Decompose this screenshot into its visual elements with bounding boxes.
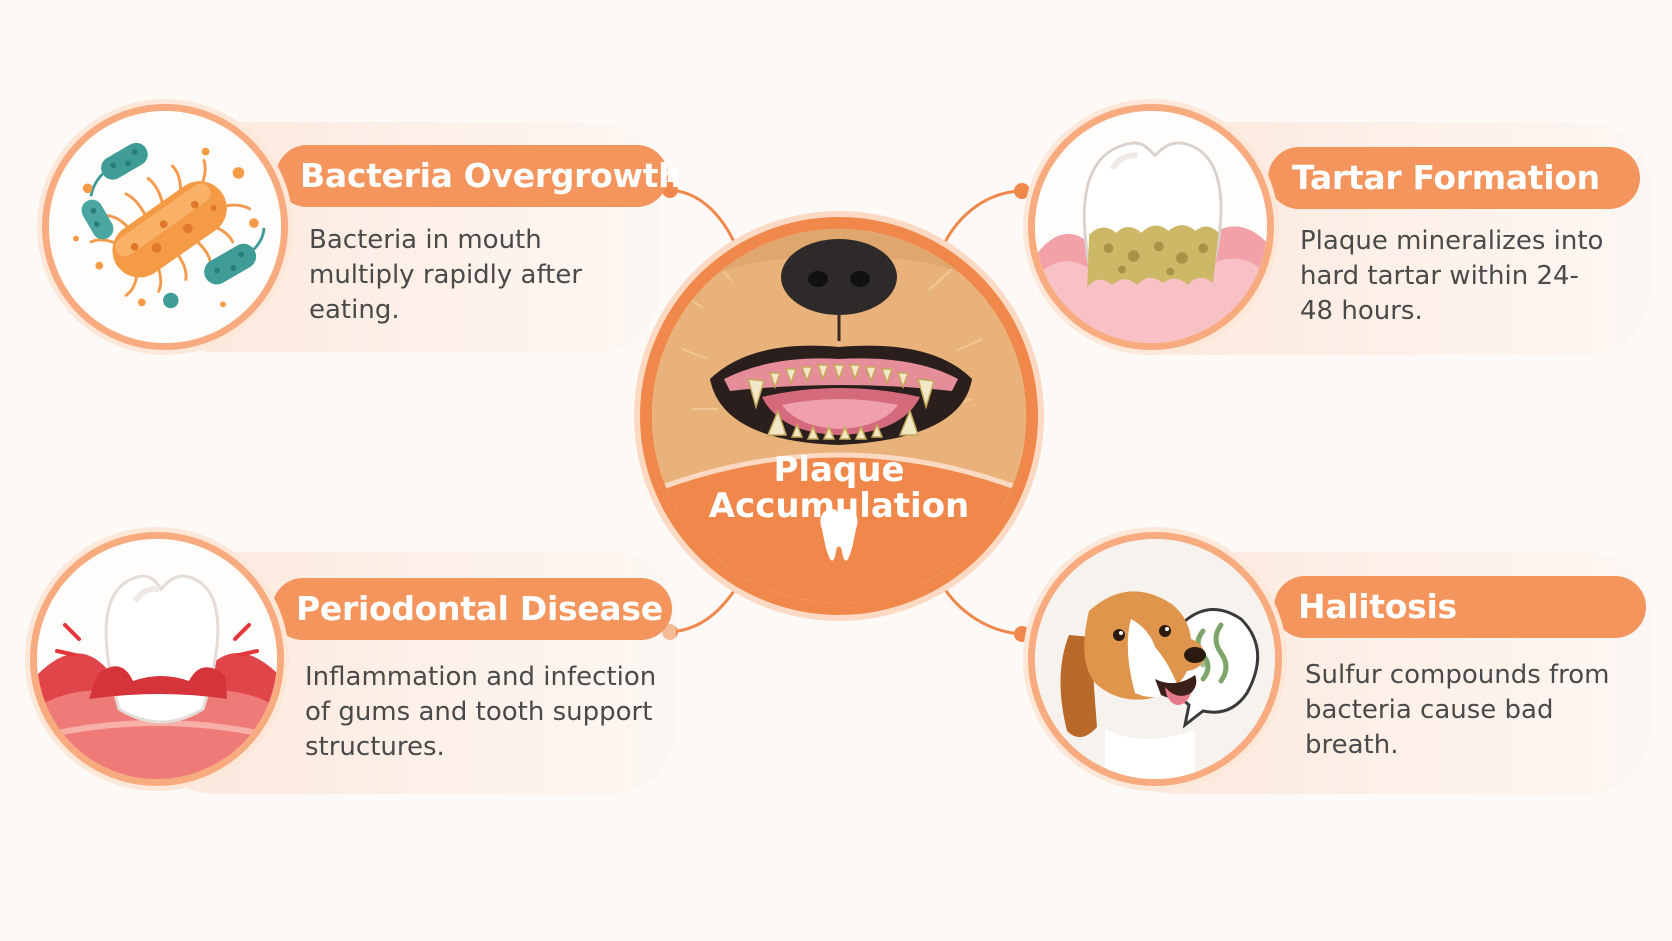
connector-dot-halitosis: [1014, 626, 1030, 642]
dog-breath-icon: [1028, 532, 1282, 786]
desc-halitosis: Sulfur compounds from bacteria cause bad…: [1305, 660, 1610, 760]
tooth-icon: [820, 509, 858, 561]
title-bacteria-overgrowth: Bacteria Overgrowth: [276, 145, 682, 207]
desc-tartar-formation: Plaque mineralizes into hard tartar with…: [1300, 226, 1604, 326]
connector-bacteria: [669, 188, 738, 247]
title-tartar-formation: Tartar Formation: [1268, 147, 1640, 209]
connector-dot-tartar: [1014, 183, 1030, 199]
title-periodontal-disease: Periodontal Disease: [272, 578, 672, 640]
center-title-line1: Plaque: [773, 450, 905, 490]
desc-periodontal-disease: Inflammation and infection of gums and t…: [305, 662, 657, 762]
center-title-line2: Accumulation: [708, 486, 970, 526]
inflamed-gum-icon: [30, 532, 284, 786]
connector-halitosis: [942, 587, 1023, 636]
bacteria-icon: [42, 104, 288, 350]
title-halitosis: Halitosis: [1274, 576, 1646, 638]
center-plaque-accumulation: Plaque Accumulation: [640, 217, 1038, 615]
dog-mouth-illustration: [652, 229, 1026, 603]
connector-tartar: [942, 189, 1023, 245]
tartar-tooth-icon: [1028, 104, 1274, 350]
connector-periodontal: [669, 587, 738, 634]
desc-bacteria-overgrowth: Bacteria in mouth multiply rapidly after…: [309, 225, 583, 325]
